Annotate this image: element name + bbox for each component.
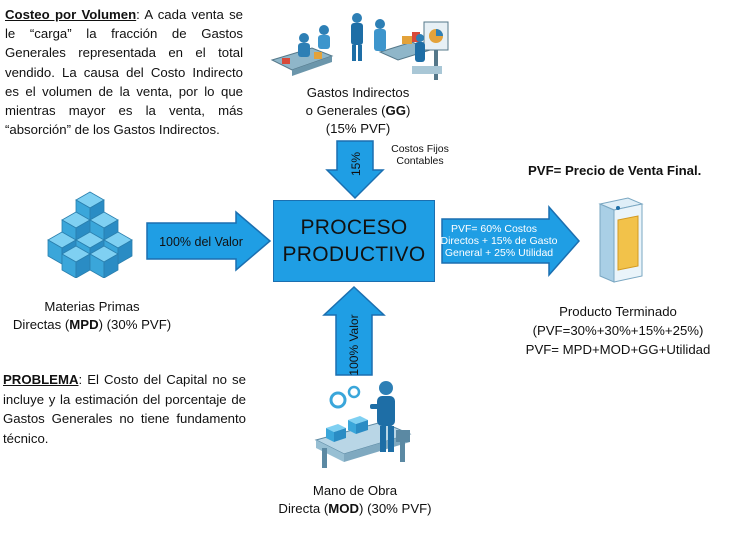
mpd-abbrev: MPD [69, 317, 99, 332]
process-line1: PROCESO [300, 216, 408, 239]
pvf-definition: PVF= Precio de Venta Final. [528, 163, 702, 178]
mpd-line2: Directas (MPD) (30% PVF) [12, 317, 172, 332]
costos-fijos-note: Costos Fijos Contables [378, 143, 462, 167]
product-caption: Producto Terminado (PVF=30%+30%+15%+25%)… [506, 302, 730, 359]
intro-text: : A cada venta se le “carga” la fracción… [5, 7, 243, 138]
intro-heading: Costeo por Volumen [5, 7, 137, 22]
mod-line2: Directa (MOD) (30% PVF) [278, 501, 432, 516]
mod-up-arrow: 100% Valor [322, 285, 386, 376]
problem-text: : El Costo del Capital no se incluye y l… [3, 372, 246, 446]
mpd-right-arrow: 100% del Valor [146, 210, 272, 272]
intro-paragraph: Costeo por Volumen: A cada venta se le “… [5, 5, 243, 139]
product-line2: (PVF=30%+30%+15%+25%) [532, 323, 704, 338]
gg-abbrev: GG [385, 103, 406, 118]
mod-line1: Mano de Obra [312, 483, 398, 498]
problem-paragraph: PROBLEMA: El Costo del Capital no se inc… [3, 370, 246, 448]
mod-arrow-label: 100% Valor [347, 314, 361, 375]
output-line3: General + 25% Utilidad [445, 247, 553, 259]
mpd-arrow-label: 100% del Valor [159, 235, 243, 249]
product-box-icon [598, 197, 644, 283]
office-workers-icon [270, 13, 449, 80]
gg-caption: Gastos Indirectos o Generales (GG) (15% … [268, 84, 448, 138]
mpd-line1: Materias Primas [44, 299, 140, 314]
gg-line3: (15% PVF) [325, 121, 391, 136]
proceso-productivo-box: PROCESO PRODUCTIVO [273, 200, 435, 282]
gg-down-arrow: 15% [325, 140, 385, 200]
worker-conveyor-icon [314, 381, 412, 468]
gg-arrow-label: 15% [349, 152, 363, 176]
mpd-caption: Materias Primas Directas (MPD) (30% PVF) [0, 298, 184, 334]
output-line2: Directos + 15% de Gasto [441, 235, 558, 247]
output-line1: PVF= 60% Costos [451, 223, 537, 235]
problem-heading: PROBLEMA [3, 372, 79, 387]
mod-caption: Mano de Obra Directa (MOD) (30% PVF) [260, 482, 450, 518]
product-line3: PVF= MPD+MOD+GG+Utilidad [525, 342, 711, 357]
gg-line2: o Generales (GG) [305, 103, 411, 118]
gg-line1: Gastos Indirectos [306, 85, 410, 100]
output-right-arrow: PVF= 60% Costos Directos + 15% de Gasto … [441, 205, 581, 277]
costos-fijos-line1: Costos Fijos [391, 143, 449, 155]
boxes-stack-icon [47, 191, 133, 278]
costos-fijos-line2: Contables [396, 155, 444, 167]
mod-abbrev: MOD [328, 501, 360, 516]
process-line2: PRODUCTIVO [282, 243, 426, 266]
product-line1: Producto Terminado [559, 304, 677, 319]
